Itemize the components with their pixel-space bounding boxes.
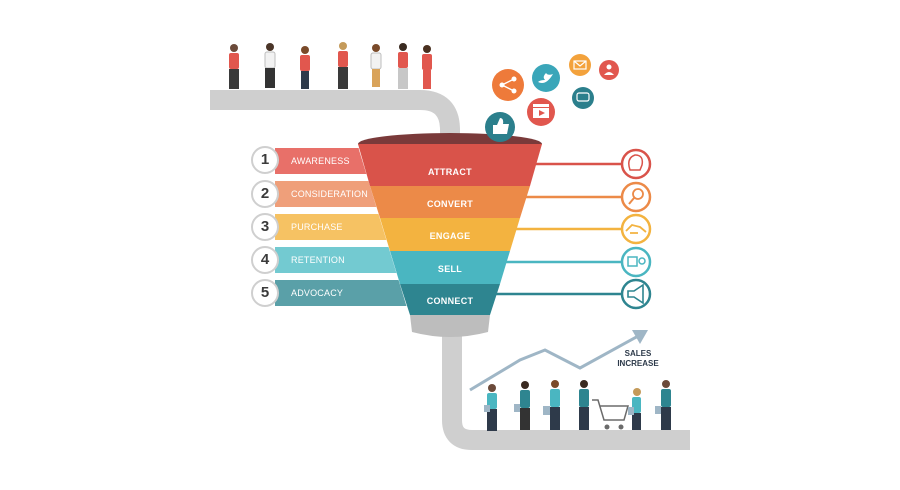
person (422, 45, 432, 89)
sales-increase-label: SALES INCREASE (614, 349, 662, 369)
stage-label-purchase: PURCHASE (291, 222, 343, 232)
thumbs-up-icon (485, 112, 515, 142)
person (579, 380, 589, 430)
stage-bar-3 (275, 214, 394, 240)
mail-icon (569, 54, 591, 76)
person (264, 43, 276, 88)
person (514, 381, 530, 430)
funnel-label-attract: ATTRACT (428, 167, 472, 177)
handshake-icon (620, 213, 652, 245)
right-icons (620, 148, 652, 310)
stage-label-awareness: AWARENESS (291, 156, 350, 166)
pipe-bottom (442, 330, 690, 450)
funnel-band-sell (390, 251, 510, 284)
funnel-band-attract (358, 144, 542, 186)
person (484, 384, 497, 431)
funnel-label-engage: ENGAGE (429, 231, 471, 241)
funnel-spout (410, 315, 490, 337)
magnifier-icon (620, 181, 652, 213)
share-icon (492, 69, 524, 101)
stage-bar-2 (275, 181, 390, 207)
stage-number-3: 3 (251, 213, 279, 241)
connector-lines (494, 162, 622, 296)
user-profile-icon (599, 60, 619, 80)
person (398, 43, 408, 89)
twitter-bird-icon (532, 64, 560, 92)
funnel-label-connect: CONNECT (426, 296, 474, 306)
funnel-band-connect (400, 284, 500, 315)
funnel-label-convert: CONVERT (426, 199, 474, 209)
head-lightbulb-icon (620, 148, 652, 180)
stage-bar-4 (275, 247, 402, 273)
stage-bar-1 (275, 148, 376, 174)
funnel-label-sell: SELL (437, 264, 463, 274)
people-group-top (229, 42, 432, 89)
person (370, 44, 382, 87)
stage-number-5: 5 (251, 279, 279, 307)
shopping-cart-icon (592, 399, 629, 430)
hand-money-icon (620, 246, 652, 278)
video-clapper-icon (527, 98, 555, 126)
stage-number-2: 2 (251, 180, 279, 208)
stage-number-1: 1 (251, 146, 279, 174)
person (338, 42, 348, 89)
person (543, 380, 560, 430)
social-icons (485, 54, 619, 142)
funnel (358, 133, 542, 337)
person (628, 388, 641, 430)
person (300, 46, 310, 89)
stage-bar-5 (275, 280, 408, 306)
stage-label-retention: RETENTION (291, 255, 345, 265)
chat-bubble-icon (572, 87, 594, 109)
funnel-band-engage (380, 218, 520, 251)
sales-line-2: INCREASE (617, 359, 659, 368)
stage-label-consideration: CONSIDERATION (291, 189, 368, 199)
pipe-top (210, 90, 460, 155)
stage-label-advocacy: ADVOCACY (291, 288, 344, 298)
stage-number-4: 4 (251, 246, 279, 274)
person (655, 380, 671, 430)
person (229, 44, 239, 89)
sales-trend-arrow (469, 330, 648, 392)
people-group-bottom (484, 380, 671, 431)
sales-line-1: SALES (624, 349, 652, 358)
funnel-band-convert (370, 186, 530, 218)
megaphone-icon (620, 278, 652, 310)
